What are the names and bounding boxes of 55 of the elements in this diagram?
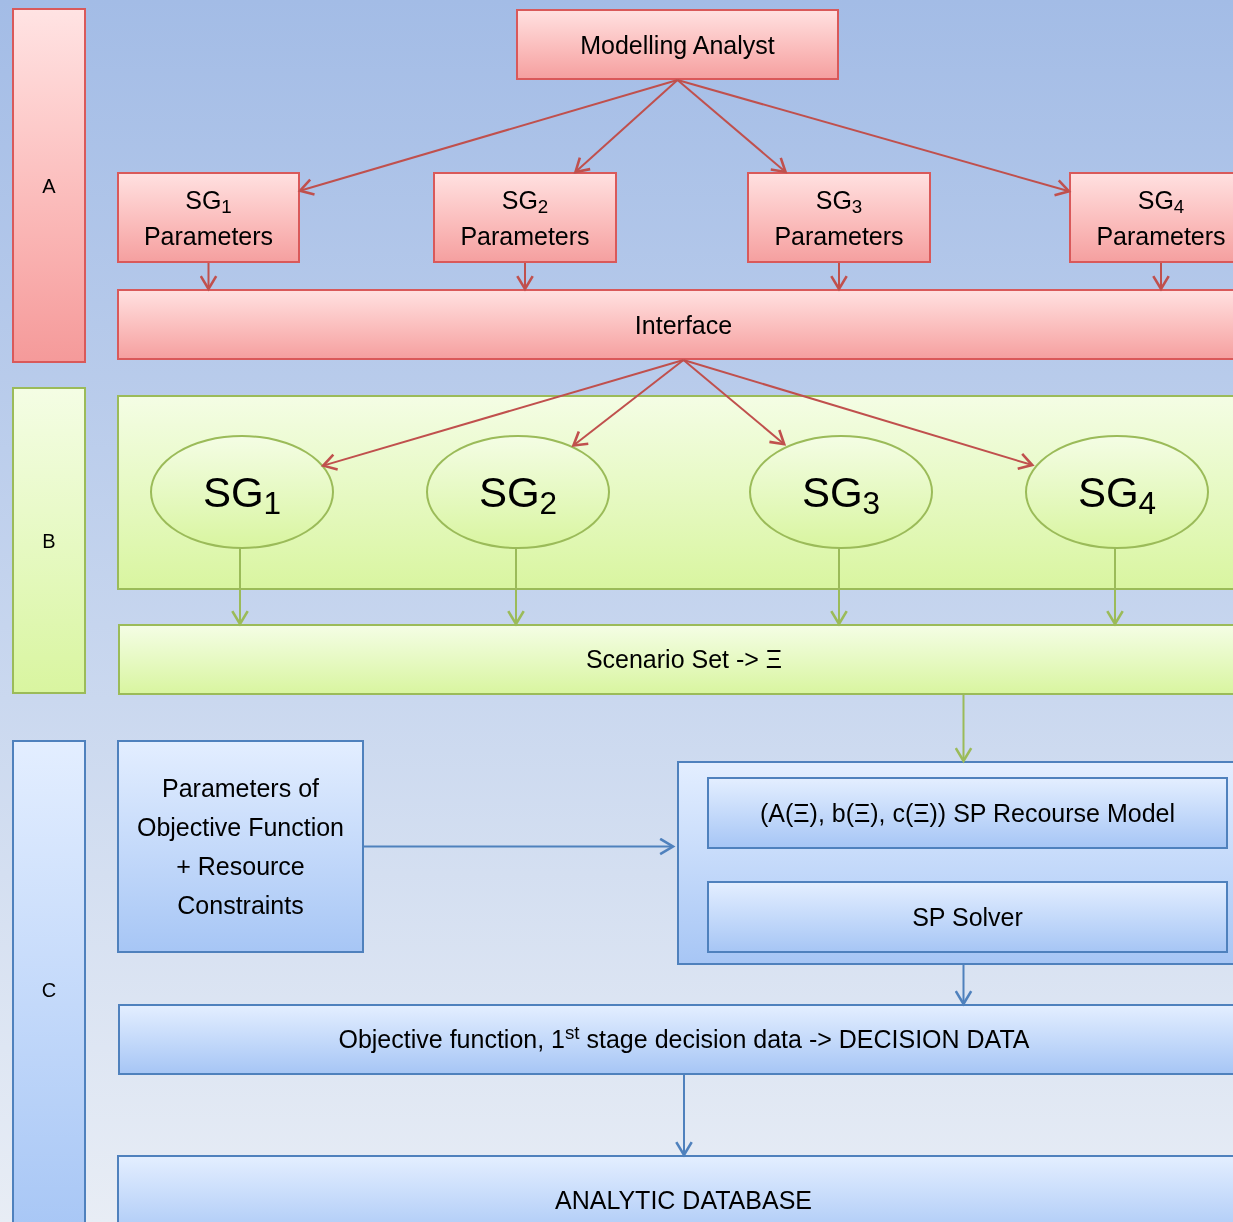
arrow: [675, 1074, 693, 1157]
process-box: [117, 740, 364, 953]
arrow: [1106, 546, 1124, 626]
box-label: SG$_{1}$ Parameters: [142, 184, 275, 252]
arrow: [1152, 262, 1170, 291]
arrow: [507, 546, 525, 626]
process-box: [516, 9, 839, 80]
box-label: SG$_{2}$: [477, 467, 559, 524]
box-label: SG$_{1}$: [201, 467, 283, 524]
process-box: [747, 172, 931, 263]
process-box: [433, 172, 617, 263]
process-box: [707, 777, 1228, 849]
box-label: SG$_{3}$ Parameters: [773, 184, 905, 252]
arrow: [954, 964, 973, 1006]
process-box: [1069, 172, 1233, 263]
arrow: [954, 694, 973, 763]
arrow: [298, 79, 679, 196]
arrow: [682, 359, 1034, 471]
arrow: [574, 79, 679, 174]
group-panel: [117, 395, 1233, 590]
arrow: [231, 546, 249, 626]
process-box: [117, 289, 1233, 360]
box-label: Interface: [633, 309, 734, 341]
process-box: [118, 1004, 1233, 1075]
box-label: (A(Ξ), b(Ξ), c(Ξ)) SP Recourse Model: [759, 797, 1176, 829]
arrow: [830, 546, 848, 626]
box-label: Scenario Set -> Ξ: [584, 643, 784, 675]
process-box: [118, 624, 1233, 695]
arrow: [676, 79, 1071, 197]
arrow: [199, 262, 218, 291]
stage-band: [12, 740, 86, 1222]
stage-band: [12, 8, 86, 363]
box-label: A: [41, 173, 57, 199]
process-box: [117, 1155, 1233, 1222]
process-box: [117, 172, 300, 263]
arrow: [363, 837, 675, 856]
box-label: SG$_{4}$: [1076, 467, 1158, 524]
group-panel: [677, 761, 1233, 965]
arrow: [682, 359, 786, 446]
box-label: SG$_{2}$ Parameters: [459, 184, 591, 252]
arrow: [830, 262, 848, 291]
box-label: Parameters of Objective Function + Resource Constraints: [135, 772, 345, 921]
process-box: [707, 881, 1228, 953]
stage-band: [12, 387, 86, 694]
arrow: [516, 262, 534, 291]
arrow: [572, 359, 685, 447]
box-label: Objective function, 1$^{st}$ stage decision data -> DECISION DATA: [337, 1020, 1031, 1055]
box-label: C: [40, 978, 58, 1003]
box-label: SG$_{4}$ Parameters: [1095, 184, 1227, 252]
box-label: SP Solver: [911, 901, 1024, 933]
box-label: B: [41, 528, 57, 554]
arrow: [676, 79, 787, 174]
box-label: SG$_{3}$: [800, 467, 882, 524]
box-label: ANALYTIC DATABASE: [554, 1184, 813, 1216]
box-label: Modelling Analyst: [579, 29, 776, 61]
